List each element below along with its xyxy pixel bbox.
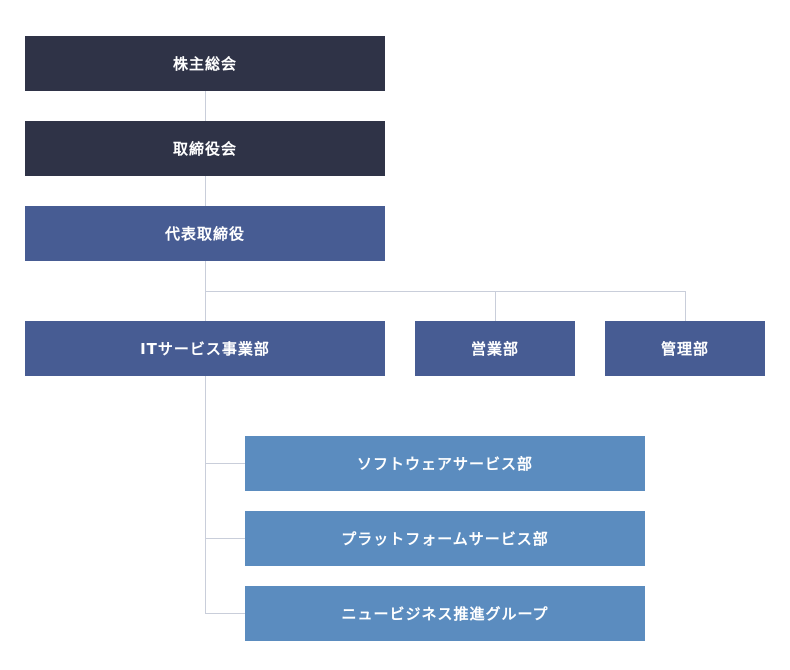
connector-department-horizontal [205, 291, 685, 292]
software-services-box: ソフトウェアサービス部 [245, 436, 645, 491]
administration-department-label: 管理部 [660, 340, 709, 358]
connector-shareholders-board [205, 91, 206, 121]
sales-department-box: 営業部 [415, 321, 575, 376]
connector-to-new-business [205, 613, 245, 614]
connector-to-sales [495, 291, 496, 321]
it-services-division-box: ITサービス事業部 [25, 321, 385, 376]
administration-department-box: 管理部 [605, 321, 765, 376]
connector-to-administration [685, 291, 686, 321]
platform-services-label: プラットフォームサービス部 [341, 530, 549, 548]
new-business-group-box: ニュービジネス推進グループ [245, 586, 645, 641]
software-services-label: ソフトウェアサービス部 [356, 455, 533, 473]
board-of-directors-box: 取締役会 [25, 121, 385, 176]
it-services-division-label: ITサービス事業部 [140, 340, 270, 358]
connector-board-representative [205, 176, 206, 206]
representative-director-box: 代表取締役 [25, 206, 385, 261]
representative-director-label: 代表取締役 [164, 225, 245, 243]
board-of-directors-label: 取締役会 [172, 140, 237, 158]
shareholders-meeting-box: 株主総会 [25, 36, 385, 91]
new-business-group-label: ニュービジネス推進グループ [341, 605, 549, 623]
shareholders-meeting-label: 株主総会 [172, 55, 237, 73]
connector-to-software-services [205, 463, 245, 464]
connector-to-platform-services [205, 538, 245, 539]
sales-department-label: 営業部 [470, 340, 519, 358]
platform-services-box: プラットフォームサービス部 [245, 511, 645, 566]
connector-it-vertical [205, 376, 206, 614]
